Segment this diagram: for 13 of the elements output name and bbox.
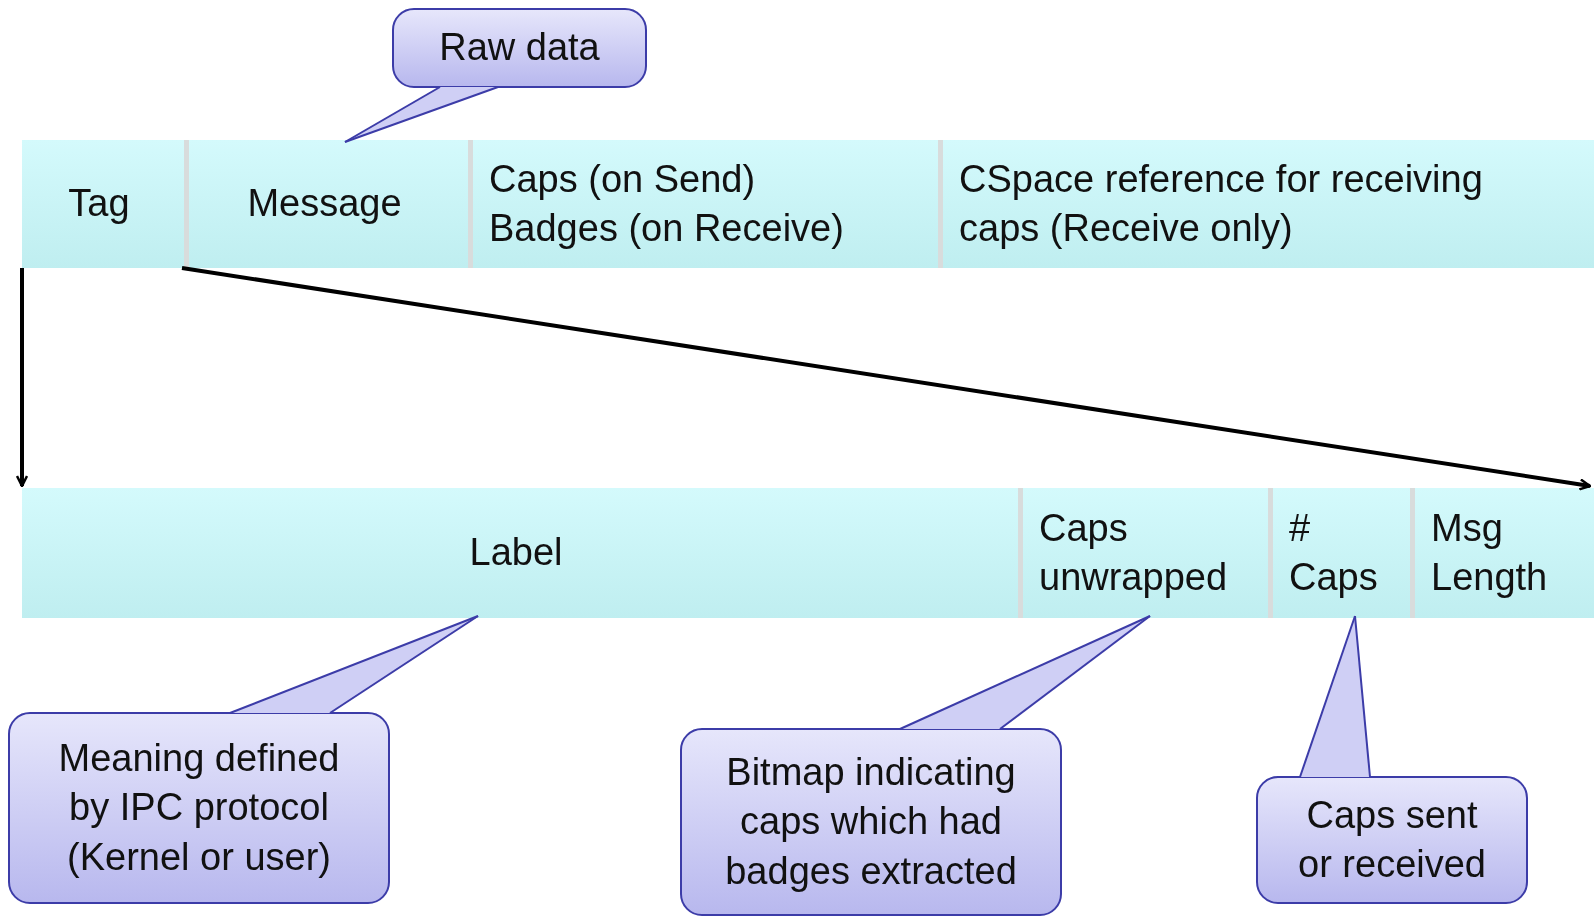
field-cell: Message (184, 140, 468, 268)
field-cell: Msg Length (1410, 488, 1594, 618)
field-cell: Caps (on Send) Badges (on Receive) (468, 140, 938, 268)
field-cell: # Caps (1268, 488, 1410, 618)
field-cell: Tag (22, 140, 184, 268)
field-cell: CSpace reference for receiving caps (Receive only) (938, 140, 1594, 268)
field-cell: Label (22, 488, 1018, 618)
callout-bubble: Raw data (392, 8, 647, 88)
arrow (15, 268, 29, 488)
callout-bubble: Bitmap indicating caps which had badges extracted (680, 728, 1062, 916)
callout-bubble: Caps sent or received (1256, 776, 1528, 904)
field-cell: Caps unwrapped (1018, 488, 1268, 618)
callout-bubble: Meaning defined by IPC protocol (Kernel or user) (8, 712, 390, 904)
